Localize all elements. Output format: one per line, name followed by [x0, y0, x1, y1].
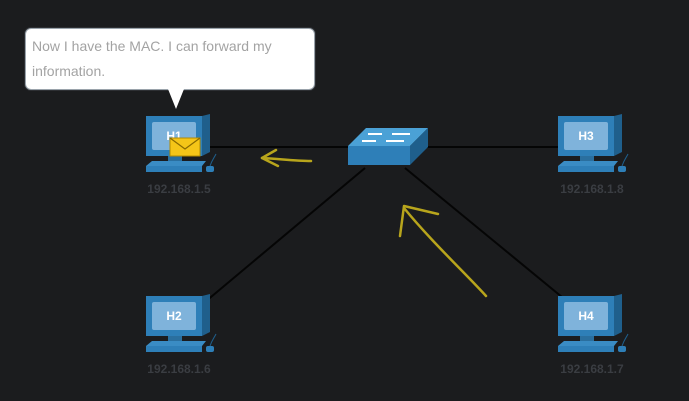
ip-label-h4: 192.168.1.7 — [560, 362, 624, 376]
speech-bubble-tail — [168, 89, 184, 109]
host-label: H4 — [578, 309, 594, 323]
envelope-icon — [169, 137, 201, 157]
network-switch-icon[interactable] — [348, 128, 428, 165]
link-lines — [204, 146, 569, 303]
host-label: H3 — [578, 129, 594, 143]
annotation-arrow-left — [260, 148, 313, 168]
host-h4[interactable]: H4 — [557, 293, 629, 353]
host-h3[interactable]: H3 — [557, 113, 629, 173]
annotation-arrow-up — [398, 204, 488, 298]
host-h2[interactable]: H2 — [145, 293, 217, 353]
ip-label-h1: 192.168.1.5 — [147, 182, 211, 196]
speech-bubble: Now I have the MAC. I can forward my inf… — [25, 28, 315, 90]
speech-bubble-text: Now I have the MAC. I can forward my inf… — [32, 38, 272, 79]
ip-label-h2: 192.168.1.6 — [147, 362, 211, 376]
host-label: H2 — [166, 309, 182, 323]
ip-label-h3: 192.168.1.8 — [560, 182, 624, 196]
